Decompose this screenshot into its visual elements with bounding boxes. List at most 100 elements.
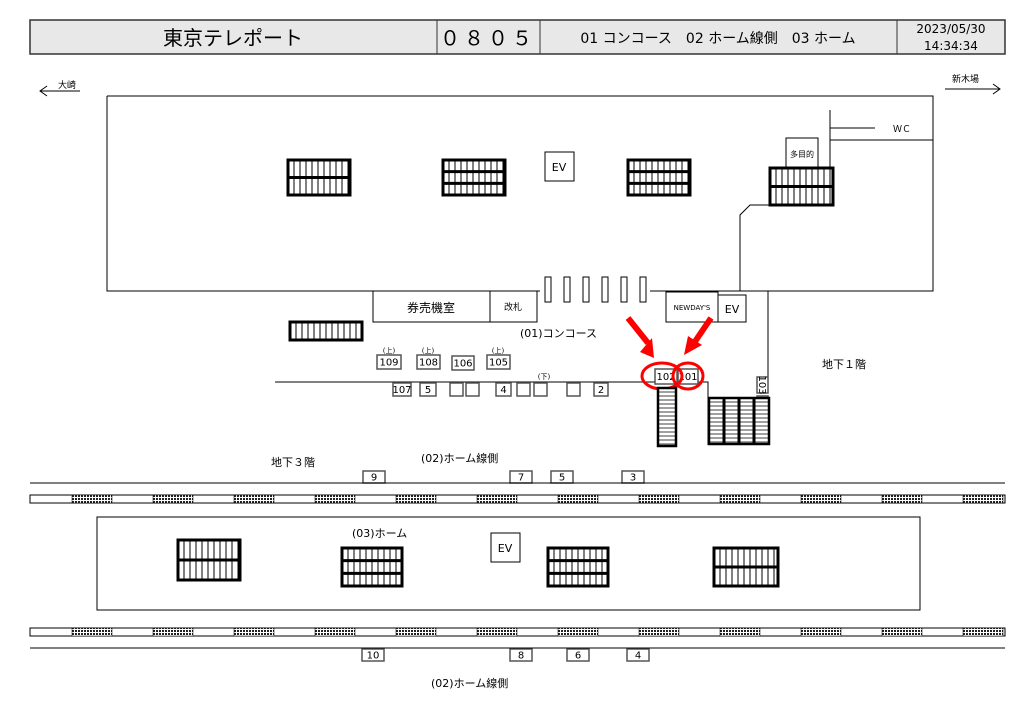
location-number: 103: [756, 375, 767, 394]
track-segment: [395, 494, 437, 504]
ev-platform-label: EV: [498, 542, 513, 555]
direction-right: 新木場: [945, 73, 1001, 95]
location-box: [486, 354, 511, 370]
location-box: [416, 354, 441, 370]
stairs-icon: [546, 546, 610, 588]
ev-top-label: EV: [552, 161, 567, 174]
stairs-icon: [288, 320, 364, 342]
track-bottom: [29, 627, 1006, 637]
location-box: [654, 368, 678, 385]
concourse-area: ＷＣ 多目的 EV 券売機室 改札 NEWDAY'S EV (01)コンコース …: [106, 95, 934, 445]
location-box: [516, 382, 531, 397]
stairs-icon: [441, 158, 507, 197]
track-segment: [638, 627, 680, 637]
track-segment: [557, 494, 599, 504]
track-top: [29, 494, 1006, 504]
location-number: 108: [419, 358, 438, 369]
stairs-icon: [286, 158, 352, 197]
gate: [601, 276, 609, 303]
track-segment: [152, 494, 194, 504]
location-box: [449, 382, 464, 397]
track-side-label-bottom: (02)ホーム線側: [431, 676, 508, 690]
location-number: 4: [635, 651, 641, 662]
track-segment: [962, 494, 1004, 504]
track-segment: [962, 627, 1004, 637]
location-number: 3: [630, 473, 636, 484]
track-segment: [800, 627, 842, 637]
location-number: 105: [489, 358, 508, 369]
location-number: 107: [392, 385, 411, 396]
up-label: (上): [422, 346, 435, 355]
location-box: [376, 354, 402, 370]
location-box: [361, 648, 385, 662]
location-number: 4: [500, 385, 506, 396]
track-segment: [719, 627, 761, 637]
stairs-escalators: [176, 158, 835, 588]
track-segment: [395, 627, 437, 637]
location-number: 7: [518, 473, 524, 484]
time: 14:34:34: [924, 39, 978, 53]
track-segment: [638, 494, 680, 504]
shop-label: NEWDAY'S: [674, 304, 711, 312]
wc-label: ＷＣ: [893, 125, 911, 135]
ticket-gates: [544, 276, 647, 303]
platform-area-label: (03)ホーム: [352, 527, 407, 540]
track-segment: [881, 627, 923, 637]
track-segment: [314, 494, 356, 504]
location-box: [756, 376, 769, 394]
stairs-icon: [707, 396, 771, 446]
location-number: 5: [425, 385, 431, 396]
track-segment: [719, 494, 761, 504]
ev-shop-label: EV: [725, 303, 740, 316]
direction-left-label: 大崎: [58, 79, 76, 91]
location-number: 10: [367, 651, 380, 662]
track-segment: [71, 627, 113, 637]
gate: [563, 276, 571, 303]
gate: [620, 276, 628, 303]
track-segment: [233, 627, 275, 637]
stairs-icon: [712, 546, 780, 588]
track-segment: [557, 627, 599, 637]
station-code: ０８０５: [440, 26, 536, 50]
location-box: [566, 648, 590, 662]
track-segment: [233, 494, 275, 504]
location-box: [509, 648, 533, 662]
location-number: 5: [559, 473, 565, 484]
location-box: [533, 382, 548, 397]
location-box: [495, 382, 512, 397]
location-number: 102: [656, 372, 675, 383]
concourse-area-label: (01)コンコース: [520, 327, 597, 340]
header-bar: 東京テレポート ０８０５ 01 コンコース 02 ホーム線側 03 ホーム 20…: [29, 19, 1006, 55]
track-segment: [152, 627, 194, 637]
down-label: (下): [538, 373, 551, 381]
direction-left: 大崎: [39, 79, 80, 97]
location-number: 6: [575, 651, 581, 662]
track-segment: [476, 494, 518, 504]
floor-b3-label: 地下３階: [271, 455, 315, 469]
direction-right-label: 新木場: [952, 73, 979, 85]
stairs-icon: [340, 546, 404, 588]
gate: [582, 276, 590, 303]
stairs-icon: [176, 538, 242, 582]
stairs-icon: [626, 158, 692, 197]
up-label: (上): [383, 346, 396, 355]
gate: [639, 276, 647, 303]
date: 2023/05/30: [916, 22, 985, 36]
numbered-locations: 109108106105107542102101103104975310864: [361, 354, 769, 662]
location-box: [392, 382, 412, 397]
track-segment: [314, 627, 356, 637]
stairs-icon: [656, 386, 678, 448]
location-number: 2: [598, 385, 604, 396]
ev-top: [544, 151, 575, 182]
stairs-icon: [768, 166, 835, 207]
floor-b1-label: 地下１階: [822, 357, 866, 371]
location-number: 106: [453, 359, 472, 370]
location-box: [419, 382, 437, 397]
location-number: 109: [379, 358, 398, 369]
location-box: [626, 648, 650, 662]
station-name: 東京テレポート: [163, 26, 303, 50]
up-label: (上): [492, 346, 505, 355]
track-segment: [800, 494, 842, 504]
location-box: [593, 382, 609, 397]
